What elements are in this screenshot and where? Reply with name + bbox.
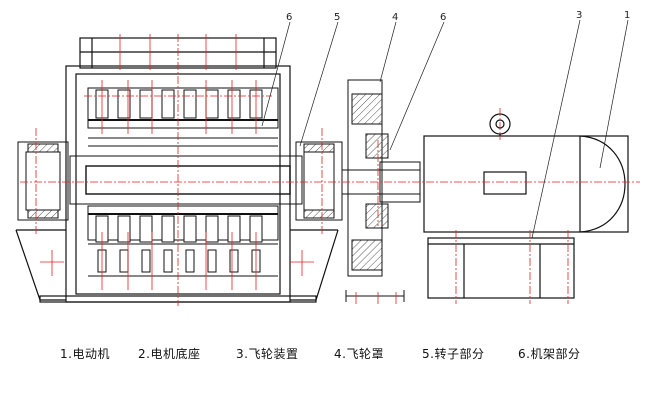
center-lines (20, 34, 640, 306)
crusher-assembly-drawing: 6 5 4 6 3 1 (15, 10, 640, 306)
grate-bar (185, 249, 195, 273)
upper-hammer (227, 89, 241, 119)
lower-hammer (161, 215, 175, 243)
grate-bar (207, 249, 217, 273)
callout-6-flywheel: 6 (440, 12, 446, 23)
upper-hammer (117, 89, 131, 119)
lower-hammer (183, 215, 197, 243)
callout-6-frame: 6 (286, 12, 292, 23)
lower-hammer (139, 215, 153, 243)
grate-bar (119, 249, 129, 273)
upper-hammer (139, 89, 153, 119)
motor-base (427, 237, 575, 299)
flywheel-cover (345, 79, 405, 302)
upper-hammer (161, 89, 175, 119)
grate-bar (141, 249, 151, 273)
parts-legend: 1.电动机 2.电机底座 3.飞轮装置 4.飞轮罩 5.转子部分 6.机架部分 (0, 318, 650, 402)
callout-5-rotor: 5 (334, 12, 340, 23)
rotor-part (69, 87, 303, 277)
callout-4-flywheel-cover: 4 (392, 12, 398, 23)
upper-hammer (183, 89, 197, 119)
lower-hammer (205, 215, 219, 243)
legend-item-flywheel-cover: 4.飞轮罩 (334, 347, 384, 361)
legend-item-motor-base: 2.电机底座 (138, 347, 201, 361)
motor (423, 113, 629, 233)
hammer-set (95, 89, 263, 273)
callout-labels: 6 5 4 6 3 1 (286, 10, 630, 23)
callout-1-motor: 1 (624, 10, 630, 21)
lower-hammer (117, 215, 131, 243)
bolt-centerlines (40, 34, 397, 304)
left-bearing (17, 141, 69, 221)
upper-hammer (205, 89, 219, 119)
grate-bar (229, 249, 239, 273)
legend-item-frame: 6.机架部分 (518, 347, 581, 361)
leader-lines (261, 19, 629, 239)
legend-item-flywheel-device: 3.飞轮装置 (236, 347, 299, 361)
legend-item-rotor: 5.转子部分 (422, 347, 485, 361)
lower-hammer (227, 215, 241, 243)
legend-item-motor: 1.电动机 (60, 347, 110, 361)
callout-3-flywheel-device: 3 (576, 10, 582, 21)
right-bearing (295, 141, 343, 221)
grate-bar (163, 249, 173, 273)
